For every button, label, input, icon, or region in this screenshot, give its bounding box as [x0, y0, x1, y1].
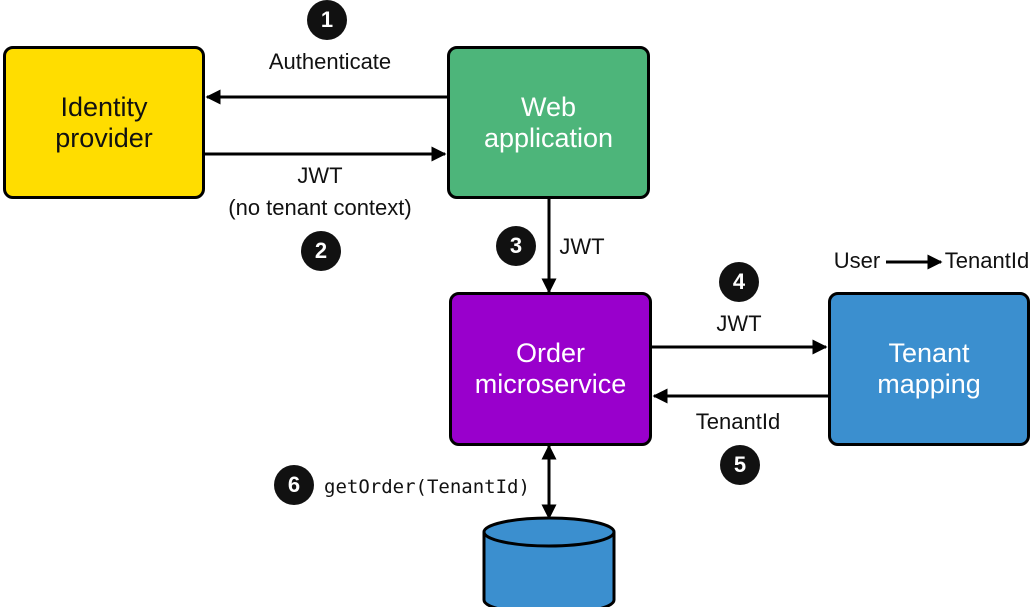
jwt-no-context-label-line1: JWT — [297, 163, 343, 188]
identity-provider-node: Identity provider — [3, 46, 205, 199]
identity-provider-line1: Identity — [60, 91, 148, 122]
step-6-badge: 6 — [274, 465, 314, 505]
get-order-label: getOrder(TenantId) — [324, 476, 530, 498]
web-application-line2: application — [483, 122, 614, 153]
tenant-mapping-line1: Tenant — [888, 338, 970, 368]
order-microservice-line1: Order — [515, 338, 586, 368]
step-1-badge: 1 — [307, 0, 347, 40]
tenant-mapping-line2: mapping — [877, 369, 981, 399]
jwt-no-context-label-line2: (no tenant context) — [228, 195, 412, 220]
identity-provider-line2: provider — [55, 122, 153, 153]
jwt-to-mapping-label: JWT — [716, 311, 762, 336]
order-microservice-node: Order microservice — [449, 292, 652, 446]
tenantid-back-label: TenantId — [695, 409, 781, 434]
step-5-badge: 5 — [720, 445, 760, 485]
order-microservice-line2: microservice — [474, 369, 627, 399]
step-2-badge: 2 — [301, 231, 341, 271]
authenticate-label: Authenticate — [268, 49, 392, 74]
step-3-badge: 3 — [496, 226, 536, 266]
web-application-line1: Web — [520, 91, 577, 122]
database-icon — [482, 516, 616, 607]
tenant-mapping-node: Tenant mapping — [828, 292, 1030, 446]
legend-from-label: User — [833, 248, 881, 273]
legend-to-label: TenantId — [944, 248, 1030, 273]
step-4-badge: 4 — [719, 262, 759, 302]
jwt-to-order-label: JWT — [559, 234, 605, 259]
web-application-node: Web application — [447, 46, 650, 199]
